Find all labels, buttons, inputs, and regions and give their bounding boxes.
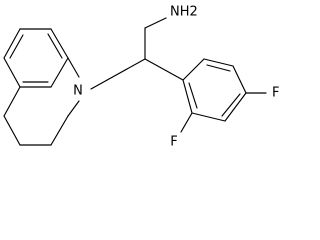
quinoline-saturated-ring [3, 57, 80, 146]
side-chain [90, 17, 184, 90]
bond-c4a-c5-link [3, 86, 21, 117]
chemical-structure-diagram: N NH2 F F [0, 0, 287, 156]
fluorine-label-para: F [272, 86, 279, 101]
fluorine-label-ortho: F [170, 135, 177, 150]
bond-c8a-n1 [67, 57, 80, 78]
bond-ch2-nh2 [144, 17, 167, 29]
bond-n1-c2 [67, 100, 80, 117]
bond-ar1-ar2 [182, 58, 205, 81]
bond-ar6-ar1 [182, 79, 193, 114]
bond-c7-c6-double [9, 34, 24, 59]
amine-label: NH2 [170, 5, 198, 20]
bond-ar6-f [180, 112, 193, 133]
bond-ar3-ar4 [232, 65, 247, 94]
bond-c7-c6 [3, 28, 21, 59]
bond-c4-c4a [3, 115, 21, 146]
bond-ar2-ar3 [203, 58, 234, 67]
bond-c2-c3 [50, 115, 69, 146]
bond-c8a-c8-double [47, 33, 63, 59]
bond-ch-aryl [144, 58, 184, 81]
bond-ar6-ar1-double [188, 82, 198, 109]
quinoline-benzene-ring [3, 28, 69, 88]
bond-n1-ch [90, 58, 146, 90]
bond-c6-c5 [3, 57, 21, 88]
bond-c8a-c8 [50, 28, 69, 59]
bond-ar4-ar5 [224, 92, 247, 122]
bond-c4a-c8a [50, 57, 69, 88]
diagram-background [0, 0, 287, 156]
difluorophenyl-ring [180, 58, 267, 133]
bond-ar5-ar6 [191, 112, 226, 122]
bond-ar4-ar5-double [221, 93, 241, 117]
ring-nitrogen-label: N [73, 84, 83, 99]
bond-ar2-ar3-double [206, 64, 231, 72]
